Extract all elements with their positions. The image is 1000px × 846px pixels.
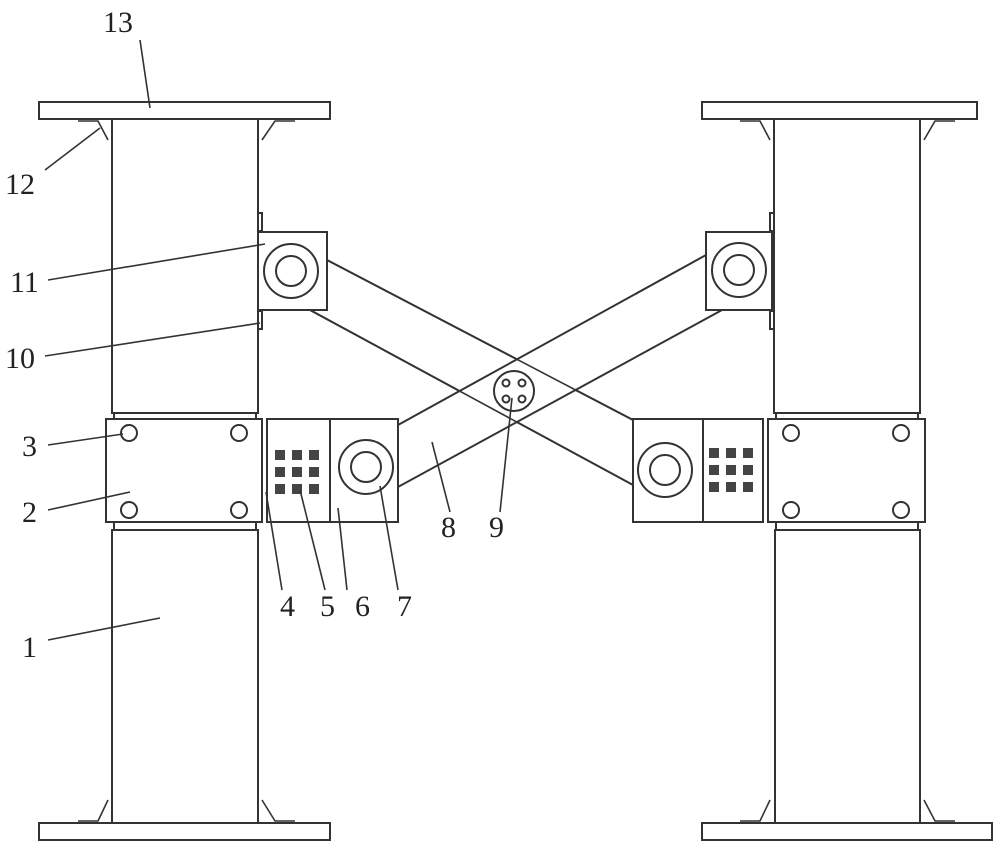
vent-hole [726, 448, 736, 458]
label-12: 12 [5, 170, 35, 200]
left-column [39, 102, 398, 840]
vent-hole [309, 450, 319, 460]
label-1: 1 [22, 633, 37, 663]
label-13: 13 [103, 8, 133, 38]
vent-hole [743, 448, 753, 458]
lower-column [112, 530, 258, 823]
vent-hole [726, 465, 736, 475]
label-7: 7 [397, 592, 412, 622]
vent-hole [726, 482, 736, 492]
vent-hole [292, 450, 302, 460]
vent-hole [275, 467, 285, 477]
vent-hole [709, 448, 719, 458]
bottom-plate [702, 823, 992, 840]
vent-grid [275, 450, 319, 494]
label-6: 6 [355, 592, 370, 622]
vent-hole [309, 467, 319, 477]
vent-hole [709, 465, 719, 475]
center-pivot [494, 371, 534, 411]
label-10: 10 [5, 344, 35, 374]
label-9: 9 [489, 513, 504, 543]
right-column [633, 102, 992, 840]
top-plate [39, 102, 330, 119]
label-11: 11 [10, 268, 39, 298]
label-3: 3 [22, 432, 37, 462]
top-plate [702, 102, 977, 119]
vent-hole [292, 467, 302, 477]
vent-grid [709, 448, 753, 492]
vent-hole [275, 484, 285, 494]
lower-column [775, 530, 920, 823]
vent-hole [743, 482, 753, 492]
vent-hole [743, 465, 753, 475]
upper-column [774, 119, 920, 413]
bottom-plate [39, 823, 330, 840]
label-4: 4 [280, 592, 295, 622]
vent-hole [709, 482, 719, 492]
label-5: 5 [320, 592, 335, 622]
vent-hole [275, 450, 285, 460]
label-2: 2 [22, 498, 37, 528]
vent-hole [309, 484, 319, 494]
label-8: 8 [441, 513, 456, 543]
